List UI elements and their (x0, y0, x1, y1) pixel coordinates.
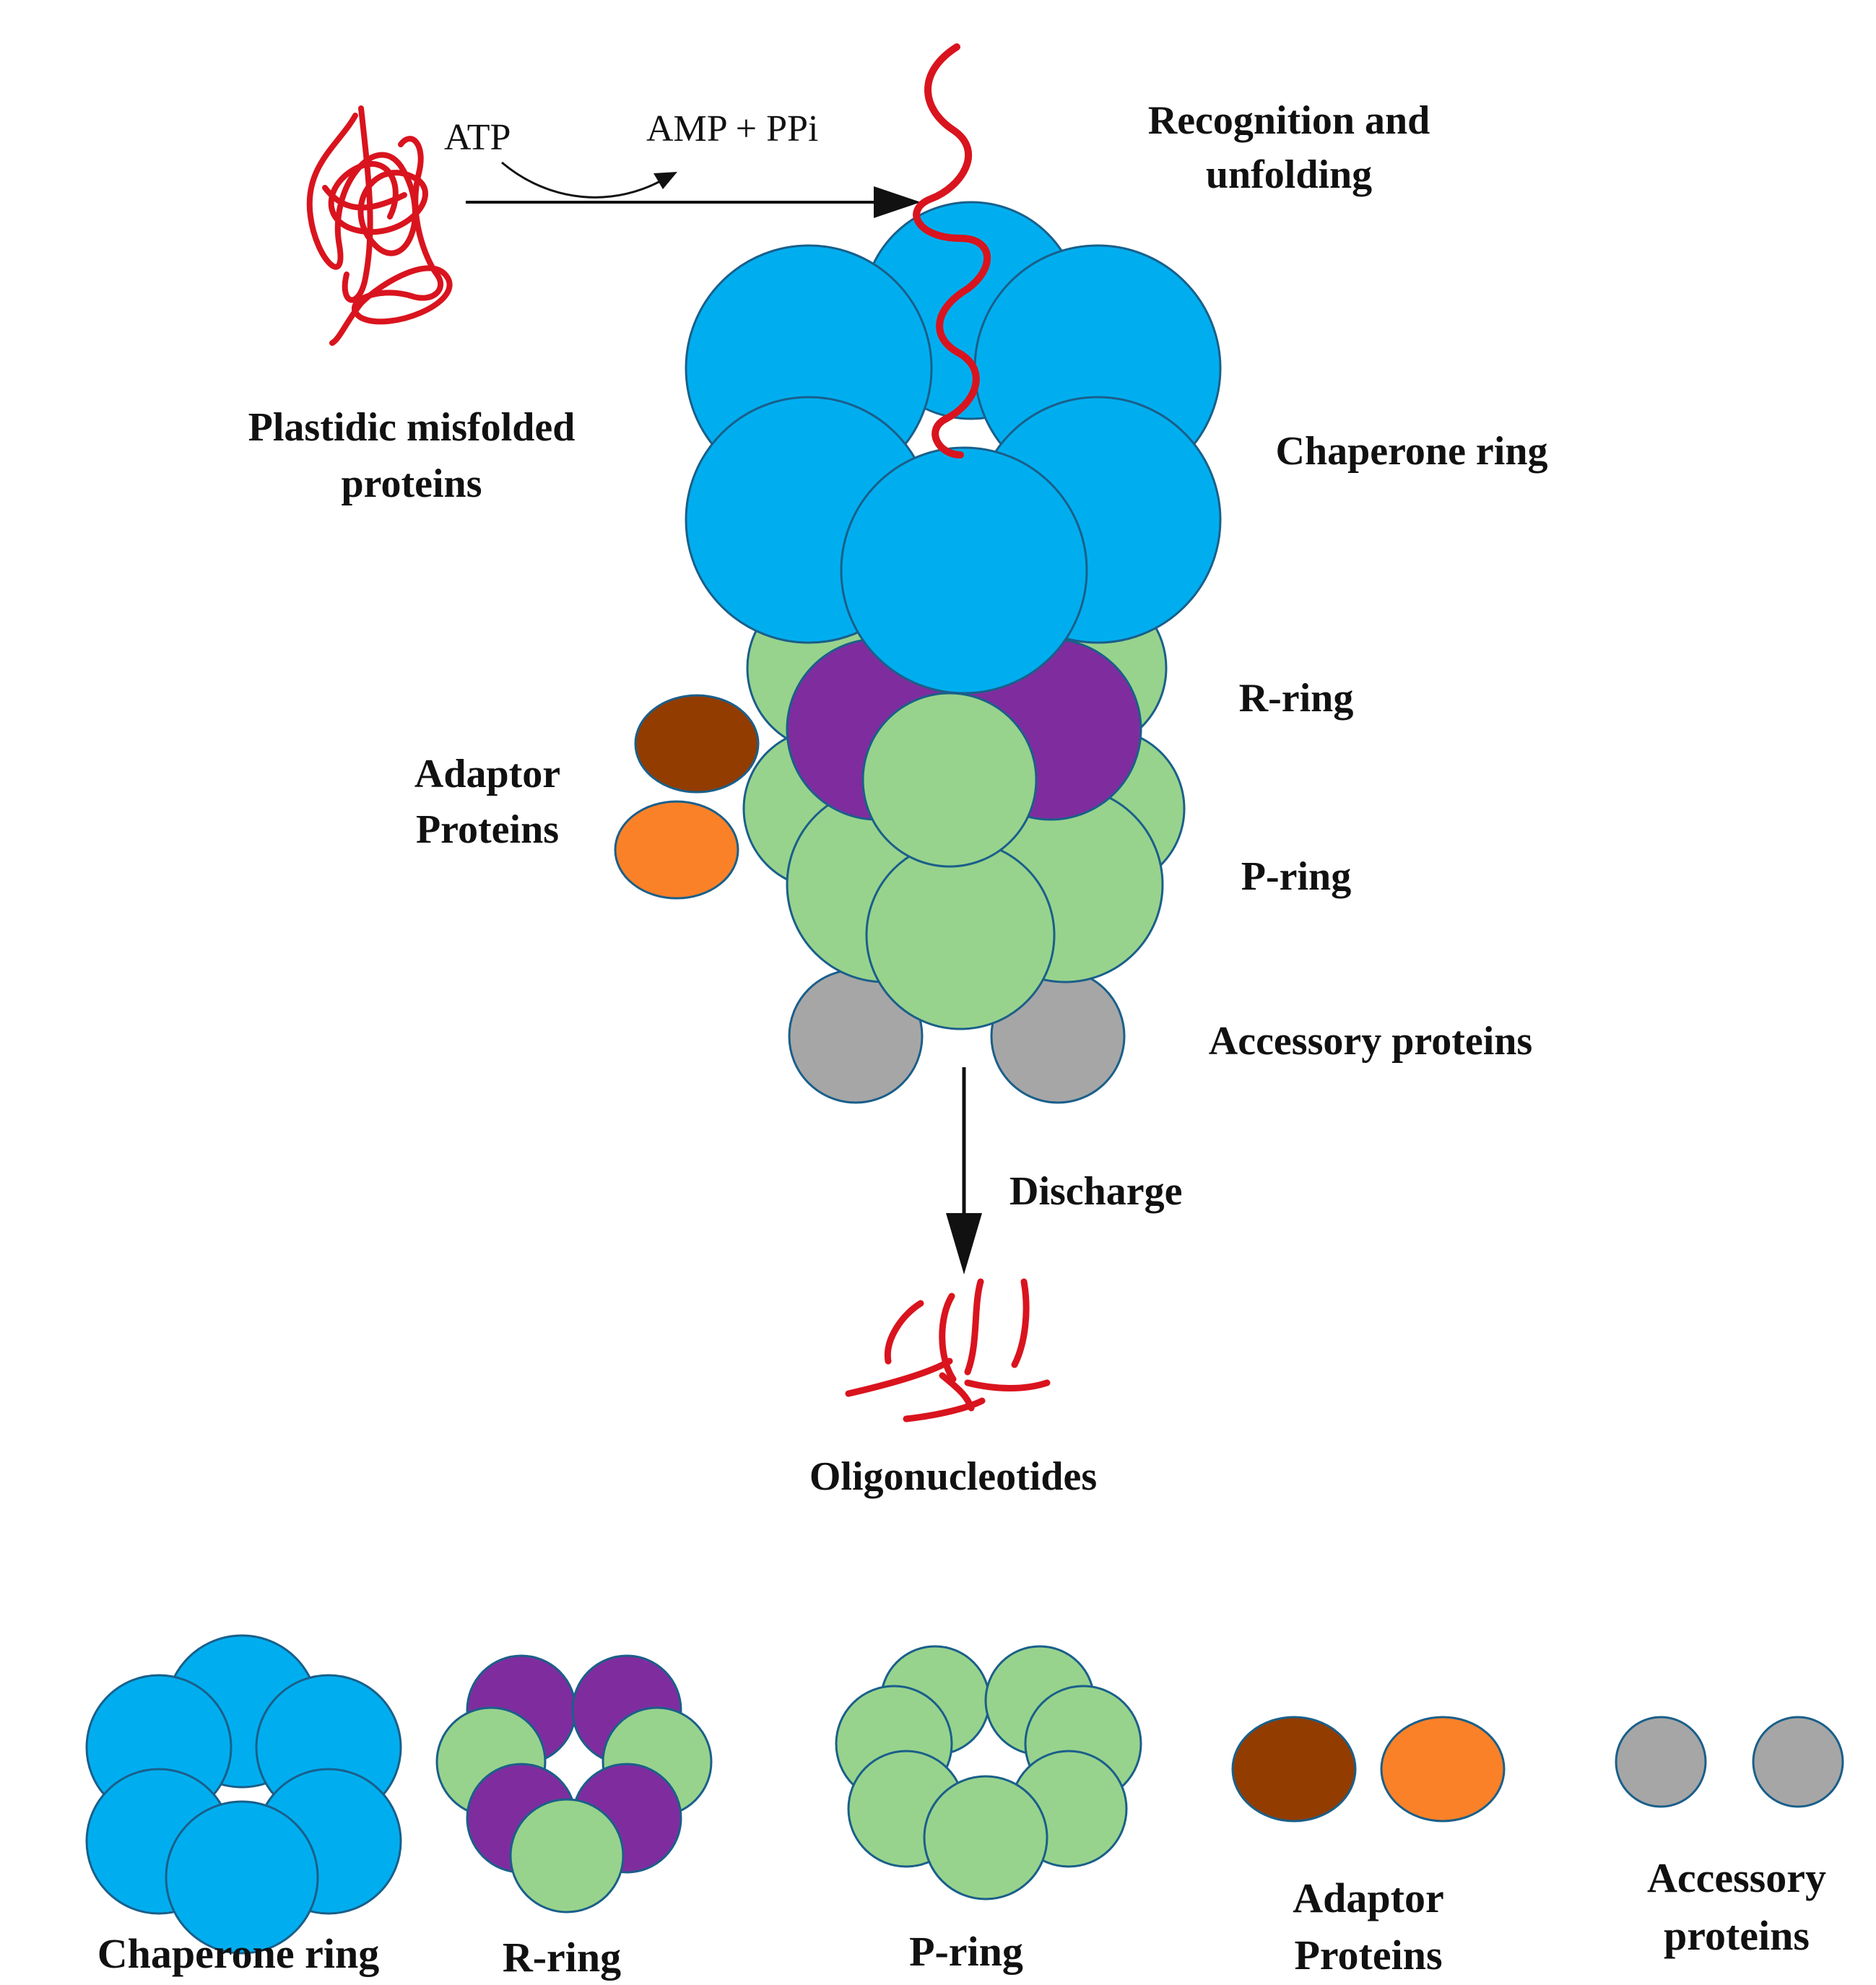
r-ring-label: R-ring (1239, 676, 1354, 721)
adaptor-protein-dark (634, 694, 760, 794)
oligonucleotides-label: Oligonucleotides (809, 1454, 1097, 1499)
accessory-label: Accessory proteins (1209, 1019, 1532, 1064)
legend-accessory-label-line1: Accessory (1647, 1854, 1826, 1901)
legend-accessory-left (1615, 1716, 1707, 1808)
adaptor-label-line1: Adaptor (414, 752, 560, 796)
legend-adaptor-dark (1231, 1716, 1357, 1823)
unfolded-protein-strand (913, 43, 991, 459)
legend-adaptor-orange (1380, 1716, 1506, 1823)
discharge-arrow (946, 1067, 982, 1274)
atp-label: ATP (444, 117, 511, 158)
r-ring-green-subunit (861, 692, 1038, 868)
oligonucleotide-fragments (845, 1278, 1051, 1422)
legend-chaperone-label: Chaperone ring (97, 1930, 379, 1977)
legend-adaptor-label-line2: Proteins (1294, 1932, 1442, 1979)
legend-chaperone-ring (85, 1634, 402, 1955)
plastidic-label-line2: proteins (342, 461, 482, 506)
amp-ppi-label: AMP + PPi (646, 108, 818, 149)
recognition-label-line1: Recognition and (1148, 98, 1430, 143)
legend-r-ring (435, 1654, 713, 1914)
legend-adaptor-label-line1: Adaptor (1293, 1875, 1443, 1921)
legend-p-ring-label: P-ring (909, 1928, 1023, 1975)
plastidic-label-line1: Plastidic misfolded (248, 405, 576, 450)
chaperone-ring-label: Chaperone ring (1276, 429, 1548, 474)
adaptor-label-line2: Proteins (416, 807, 559, 852)
reaction-arrows (466, 161, 921, 218)
p-ring-label: P-ring (1241, 854, 1351, 899)
discharge-label: Discharge (1009, 1169, 1183, 1214)
legend-r-ring-label: R-ring (503, 1934, 621, 1981)
misfolded-protein-icon (306, 105, 453, 346)
recognition-label-line2: unfolding (1206, 152, 1372, 197)
clp-complex (685, 201, 1222, 1104)
legend-p-ring (835, 1645, 1142, 1901)
legend-accessory-right (1752, 1716, 1844, 1808)
legend-accessory-label-line2: proteins (1664, 1912, 1810, 1959)
adaptor-protein-orange (614, 800, 739, 900)
chaperone-subunit (840, 446, 1088, 695)
p-ring-subunit (865, 840, 1056, 1030)
